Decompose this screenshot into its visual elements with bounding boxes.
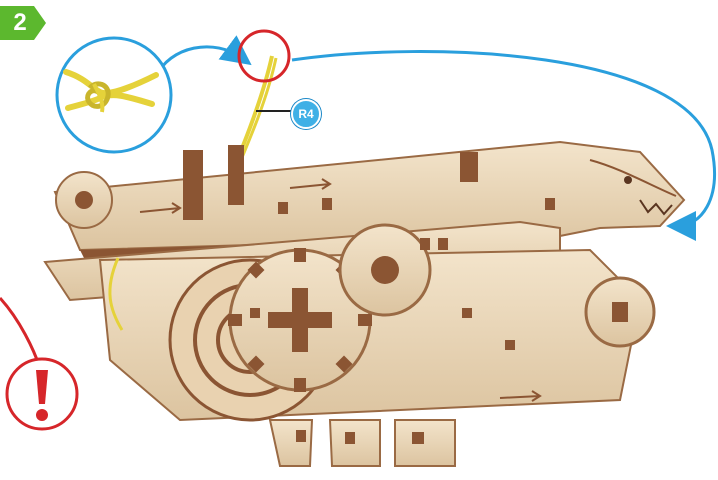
step-number: 2 <box>6 9 34 37</box>
red-highlight-circle-icon <box>239 31 289 81</box>
rope-r4-label: R4 <box>291 99 321 129</box>
exclamation-warning-icon <box>7 359 77 429</box>
step-number-badge: 2 <box>0 6 46 40</box>
rope-knot-detail-icon <box>57 38 171 152</box>
wooden-catapult-model <box>45 142 684 466</box>
